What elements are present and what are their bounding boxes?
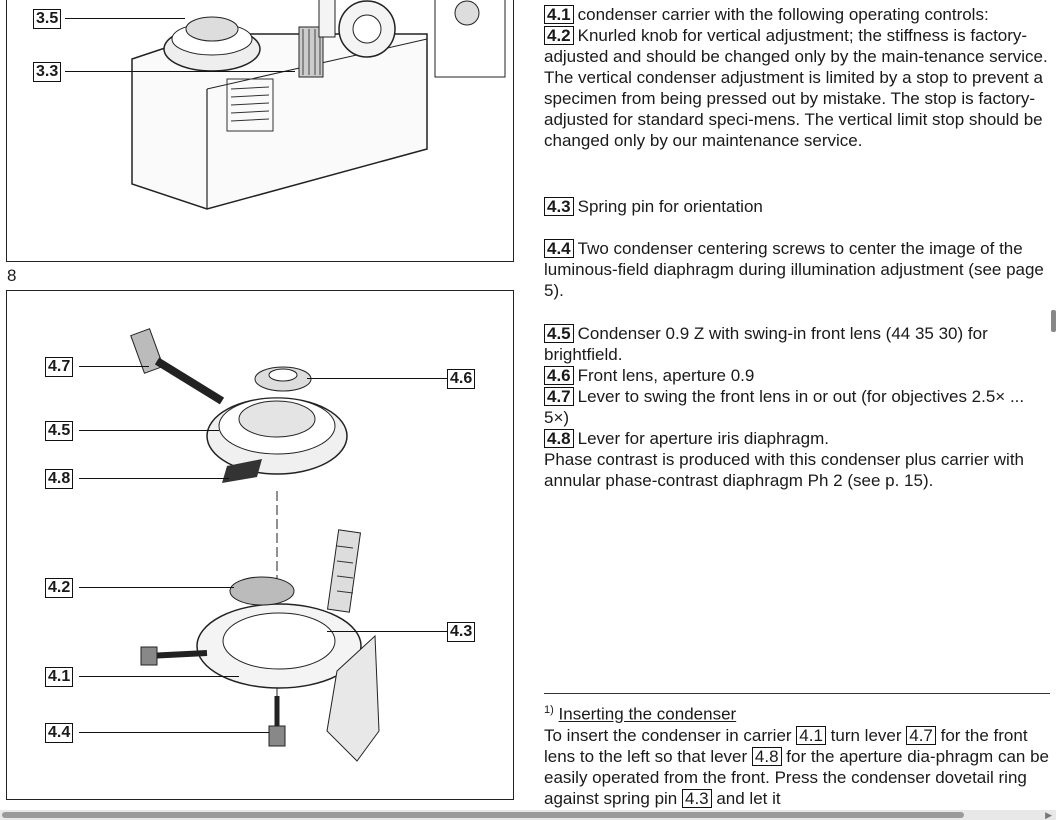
figure-number: 8 xyxy=(7,266,17,285)
callout-3-5: 3.5 xyxy=(33,9,62,29)
scroll-right-arrow-icon[interactable]: ▶ xyxy=(1045,810,1052,820)
ref-4-1: 4.1 xyxy=(796,725,826,745)
callout-4-7: 4.7 xyxy=(45,357,74,377)
callout-4-2: 4.2 xyxy=(45,578,74,598)
figure-bottom: 4.7 4.5 4.8 4.2 4.1 4.4 4.6 4.3 xyxy=(6,290,514,800)
tag-4-7: 4.7 xyxy=(544,387,574,406)
footnote-text: To insert the condenser in carrier 4.1 t… xyxy=(544,725,1049,808)
footnote-divider xyxy=(544,693,1050,694)
paragraph-4-8-text: Lever for aperture iris diaphragm. xyxy=(577,429,829,448)
microscope-stage-illustration xyxy=(131,0,506,210)
ref-4-3: 4.3 xyxy=(681,788,712,808)
tag-4-5: 4.5 xyxy=(544,324,574,343)
horizontal-scrollbar[interactable]: ▶ xyxy=(0,810,1056,820)
paragraph-4-3-text: Spring pin for orientation xyxy=(577,197,763,216)
paragraph-4-6-text: Front lens, aperture 0.9 xyxy=(577,366,755,385)
footnote: 1) Inserting the condenser To insert the… xyxy=(544,700,1050,809)
paragraph-phase-contrast: Phase contrast is produced with this con… xyxy=(544,450,1025,490)
callout-4-5: 4.5 xyxy=(45,421,74,441)
paragraph-4-5-text: Condenser 0.9 Z with swing-in front lens… xyxy=(544,324,988,364)
paragraph-4-7-text: Lever to swing the front lens in or out … xyxy=(544,387,1025,427)
ref-4-8: 4.8 xyxy=(751,746,782,766)
footnote-heading: Inserting the condenser xyxy=(558,704,737,724)
callout-4-8: 4.8 xyxy=(45,469,74,489)
paragraph-4-1-text: condenser carrier with the following ope… xyxy=(577,5,989,24)
tag-4-2: 4.2 xyxy=(544,26,574,45)
footnote-marker: 1) xyxy=(544,704,554,716)
vertical-scroll-marker[interactable] xyxy=(1051,310,1056,332)
tag-4-3: 4.3 xyxy=(544,197,574,216)
figure-top: 3.5 3.3 xyxy=(6,0,514,262)
callout-4-4: 4.4 xyxy=(45,723,74,743)
condenser-assembly-illustration xyxy=(130,328,380,762)
callout-4-6: 4.6 xyxy=(447,369,476,389)
tag-4-4: 4.4 xyxy=(544,239,574,258)
scrollbar-thumb[interactable] xyxy=(2,812,964,818)
callout-3-3: 3.3 xyxy=(33,62,62,82)
paragraph-4-2-text: Knurled knob for vertical adjustment; th… xyxy=(544,26,1048,150)
callout-4-1: 4.1 xyxy=(45,667,74,687)
paragraph-4-4-text: Two condenser centering screws to center… xyxy=(544,239,1044,300)
tag-4-8: 4.8 xyxy=(544,429,574,448)
tag-4-1: 4.1 xyxy=(544,5,574,24)
ref-4-7: 4.7 xyxy=(906,725,936,745)
callout-4-3: 4.3 xyxy=(447,622,476,642)
tag-4-6: 4.6 xyxy=(544,366,574,385)
